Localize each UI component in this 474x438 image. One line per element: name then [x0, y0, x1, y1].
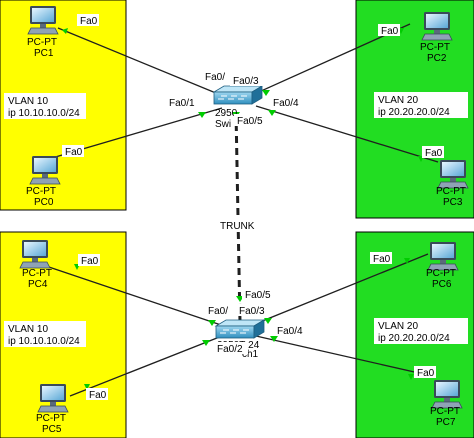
link-up-icon: [84, 384, 90, 390]
pc-icon[interactable]: [27, 5, 59, 35]
vlan-label-bottom-left: VLAN 10 ip 10.10.10.0/24: [4, 321, 86, 347]
switch-name-sw0: Swi: [215, 119, 231, 130]
link-up-icon: [404, 258, 410, 264]
pc-icon[interactable]: [421, 11, 453, 41]
pc-name: PC3: [443, 197, 463, 208]
pc-type: PC-PT: [22, 268, 52, 279]
port-label: Fa0/3: [239, 306, 265, 317]
link-up-icon: [268, 110, 276, 116]
port-label: Fa0/4: [273, 98, 299, 109]
cable-pc7-switch1[interactable]: [255, 335, 433, 377]
pc-type: PC-PT: [27, 37, 57, 48]
pc-type: PC-PT: [420, 42, 450, 53]
pc-icon[interactable]: [437, 159, 469, 189]
pc-type: PC-PT: [436, 186, 466, 197]
vlan-label-bottom-right: VLAN 20 ip 20.20.20.0/24: [374, 318, 468, 344]
pc-port-label: Fa0: [80, 16, 98, 27]
vlan-ip: ip 10.10.10.0/24: [8, 336, 80, 347]
port-label: Fa0/5: [237, 116, 263, 127]
pc-node-pc2[interactable]: PC-PT PC2: [420, 11, 453, 64]
vlan-name: VLAN 20: [378, 321, 418, 332]
pc-port-label: Fa0: [81, 256, 99, 267]
vlan-label-top-left: VLAN 10 ip 10.10.10.0/24: [4, 93, 86, 119]
pc-icon[interactable]: [427, 241, 459, 271]
link-up-icon: [198, 112, 206, 118]
pc-port-label: Fa0: [65, 147, 83, 158]
port-label: Fa0/4: [277, 326, 303, 337]
pc-type: PC-PT: [36, 413, 66, 424]
pc-node-pc7[interactable]: PC-PT PC7: [430, 379, 463, 428]
vlan-ip: ip 20.20.20.0/24: [378, 107, 450, 118]
pc-port-label: Fa0: [425, 148, 443, 159]
pc-port-label: Fa0: [89, 390, 107, 401]
pc-type: PC-PT: [26, 186, 56, 197]
port-label: Fa0/5: [245, 290, 271, 301]
port-label: Fa0/1: [169, 98, 195, 109]
switch-model-sw0: 2950: [215, 108, 238, 119]
pc-node-pc4[interactable]: PC-PT PC4: [19, 239, 52, 290]
pc-icon[interactable]: [29, 155, 61, 185]
pc-icon[interactable]: [431, 379, 463, 409]
vlan-ip: ip 10.10.10.0/24: [8, 108, 80, 119]
pc-node-pc6[interactable]: PC-PT PC6: [426, 241, 459, 290]
pc-node-pc5[interactable]: PC-PT PC5: [36, 383, 69, 435]
cable-pc6-switch1[interactable]: [249, 253, 429, 327]
port-label: Fa0/2: [217, 344, 243, 355]
port-label: Fa0/: [208, 306, 228, 317]
pc-name: PC1: [34, 48, 54, 59]
vlan-name: VLAN 10: [8, 96, 48, 107]
vlan-name: VLAN 10: [8, 324, 48, 335]
pc-name: PC0: [34, 197, 54, 208]
pc-port-label: Fa0: [417, 368, 435, 379]
pc-node-pc3[interactable]: PC-PT PC3: [436, 159, 469, 208]
switch-icon-sw1[interactable]: [214, 319, 266, 339]
pc-port-label: Fa0: [373, 254, 391, 265]
pc-name: PC4: [28, 279, 48, 290]
link-up-icon: [270, 336, 278, 342]
pc-name: PC7: [436, 417, 456, 428]
link-up-icon: [62, 28, 68, 34]
switch-name-sw1: ch1: [242, 349, 259, 360]
link-up-icon: [262, 90, 270, 96]
cable-pc1-switch0[interactable]: [57, 27, 229, 99]
cable-pc5-switch1[interactable]: [69, 335, 223, 397]
vlan-ip: ip 20.20.20.0/24: [378, 333, 450, 344]
pc-node-pc0[interactable]: PC-PT PC0: [26, 155, 61, 208]
pc-node-pc1[interactable]: PC-PT PC1: [27, 5, 59, 59]
cable-pc3-switch0[interactable]: [255, 105, 439, 163]
link-up-icon: [208, 320, 216, 326]
pc-port-label: Fa0: [381, 26, 399, 37]
pc-name: PC5: [42, 424, 62, 435]
switch-icon-sw0[interactable]: [212, 85, 264, 105]
cable-trunk[interactable]: [234, 111, 242, 323]
pc-name: PC2: [427, 53, 447, 64]
port-label: Fa0/3: [233, 76, 259, 87]
pc-type: PC-PT: [426, 268, 456, 279]
pc-icon[interactable]: [37, 383, 69, 413]
cable-pc4-switch1[interactable]: [39, 263, 225, 327]
link-up-icon: [264, 318, 272, 324]
pc-name: PC6: [432, 279, 452, 290]
link-up-icon: [202, 340, 210, 346]
vlan-name: VLAN 20: [378, 95, 418, 106]
link-up-icon: [408, 374, 414, 380]
pc-icon[interactable]: [19, 239, 51, 269]
trunk-label: TRUNK: [220, 221, 255, 232]
pc-type: PC-PT: [430, 406, 460, 417]
vlan-label-top-right: VLAN 20 ip 20.20.20.0/24: [374, 92, 468, 118]
port-label: Fa0/: [205, 72, 225, 83]
